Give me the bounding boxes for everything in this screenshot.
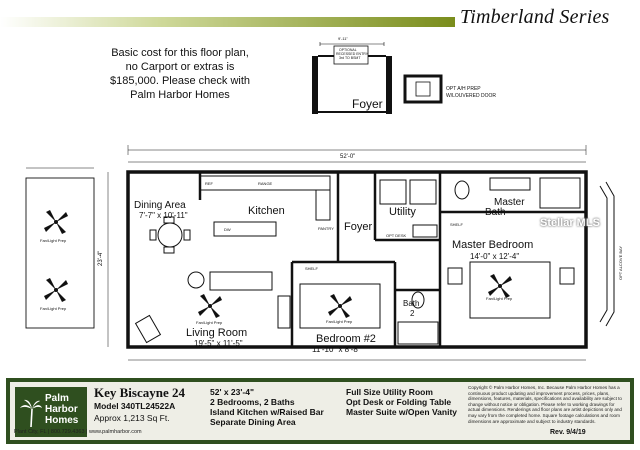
cost-note-line: $185,000. Please check with [109,75,251,87]
feature-item: 2 Bedrooms, 2 Baths [210,397,295,407]
kitchen-label: Kitchen [248,205,285,217]
logo-word: Palm [45,393,69,404]
master-fan-label: Fan/Light Prep [486,296,513,301]
ref-label: REF [205,181,214,186]
feature-item: Island Kitchen w/Raised Bar [210,407,324,417]
dining-area-size: 7'-7" x 10'-11" [139,211,188,220]
cost-note-line: Basic cost for this floor plan, [111,47,249,59]
living-room-furniture [134,271,291,344]
living-fan-icon [198,294,222,318]
feature-item: Separate Dining Area [210,417,296,427]
living-room-label: Living Room [186,327,247,339]
ac-prep-detail [403,74,443,104]
logo-word: Homes [45,415,79,426]
dining-area-label: Dining Area [134,200,186,211]
ceiling-fans [44,210,512,318]
foyer-detail-note: OPTIONAL [339,48,357,52]
dishwasher-label: DW [224,227,231,232]
feature-item: 52' x 23'-4" [210,387,254,397]
master-bath-label-line2: Bath [485,207,506,218]
dining-table [149,216,191,254]
porch-fan-icon [44,278,68,302]
living-room-size: 19'-5" x 11'-5" [194,339,243,348]
pantry-label: PANTRY [318,226,334,231]
plant-contact: Plant City, FL | 800.729.4363 | www.palm… [14,429,142,435]
foyer-detail-label: Foyer [352,97,383,111]
cost-note-line: no Carport or extras is [125,61,235,73]
logo-wordmark: Palm Harbor Homes [45,393,78,426]
overall-depth-dimension: 23'-4" [98,251,104,266]
kitchen-cabinets [199,175,331,237]
range-label: RANGE [258,181,273,186]
bedroom2-label: Bedroom #2 [316,333,376,345]
alcove-bay-label: OPT ALCOVE BAY [618,246,623,280]
foyer-detail-note: 3rd TO BSMT [339,56,361,60]
bedroom2-size: 11'-10" x 8'-8" [312,345,361,354]
foyer-detail-note: RECESSED ENTRY [336,52,369,56]
porch-fan-label: Fan/Light Prep [40,238,67,243]
cost-note: Basic cost for this floor plan, no Carpo… [80,46,280,102]
utility-label: Utility [389,206,416,218]
house-exterior-walls [107,145,588,361]
porch-fan-icon [44,210,68,234]
bath2-label: Bath [403,299,419,308]
master-bedroom-size: 14'-0" x 12'-4" [470,252,519,261]
ac-prep-note: W/LOUVERED DOOR [446,93,496,99]
overall-width-dimension: 52'-0" [340,154,355,160]
master-bed [447,261,575,319]
porch-fan-label: Fan/Light Prep [40,306,67,311]
shelf-label: SHELF [305,266,318,271]
model-number: Model 340TL24522A [94,401,176,411]
header-bar: Timberland Series [0,0,640,34]
palm-tree-icon [20,399,42,427]
footer-banner: Palm Harbor Homes Plant City, FL | 800.7… [6,378,634,444]
master-bedroom-label: Master Bedroom [452,239,533,251]
alcove-bay [599,181,615,327]
legal-disclaimer: Copyright © Palm Harbor Homes, Inc. Beca… [468,385,622,424]
square-footage: Approx 1,213 Sq Ft. [94,413,170,423]
bedroom2-fan-label: Fan/Light Prep [326,319,353,324]
feature-list-right: Full Size Utility Room Opt Desk or Foldi… [346,387,457,417]
series-title: Timberland Series [460,6,610,28]
floor-plan: Foyer 9'-11" OPTIONAL RECESSED ENTRY 3rd… [25,36,623,361]
feature-item: Opt Desk or Folding Table [346,397,452,407]
header-gradient-stripe [0,17,455,27]
master-bath-label: Master [494,197,525,208]
shelf-label: SHELF [450,222,463,227]
foyer-label: Foyer [344,221,372,233]
logo-word: Harbor [45,404,78,415]
opt-desk-label: OPT DESK [386,233,406,238]
feature-item: Master Suite w/Open Vanity [346,407,458,417]
bedroom2-bed [299,283,381,329]
feature-item: Full Size Utility Room [346,387,433,397]
left-porch [25,167,95,329]
living-fan-label: Fan/Light Prep [196,320,223,325]
revision-date: Rev. 9/4/19 [550,429,586,436]
bath2-label-line2: 2 [410,309,415,318]
footer-panel: Palm Harbor Homes Plant City, FL | 800.7… [10,382,630,440]
bedroom2-fan-icon [328,294,352,318]
cost-note-line: Palm Harbor Homes [130,89,230,101]
mls-watermark: Stellar MLS [540,217,600,229]
model-title: Key Biscayne 24 [94,385,185,400]
palm-harbor-logo: Palm Harbor Homes [15,387,87,437]
ac-prep-note: OPT A/H PREP [446,86,481,92]
interior-walls [198,172,586,347]
master-fan-icon [488,274,512,298]
bath-fixtures [379,177,581,345]
foyer-detail [312,42,392,114]
foyer-detail-dimension: 9'-11" [338,36,348,41]
feature-list-left: 52' x 23'-4" 2 Bedrooms, 2 Baths Island … [210,387,324,427]
